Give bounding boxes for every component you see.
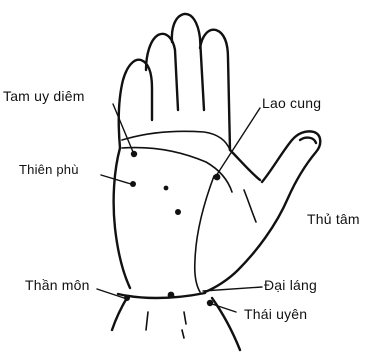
palm-right-edge — [230, 150, 260, 180]
label-tam-uy-diem: Tam uy diêm — [3, 89, 85, 103]
label-thien-phu: Thiên phù — [19, 163, 79, 176]
life-line — [195, 176, 214, 292]
label-lao-cung: Lao cung — [262, 96, 321, 110]
leader-thai-uyen — [212, 304, 236, 312]
forearm-tick — [182, 330, 184, 338]
thumb-nail — [300, 138, 316, 143]
leader-lao-cung — [216, 108, 260, 176]
acupoint-than-mon — [124, 295, 130, 301]
acupoint-thien-phu — [130, 181, 136, 187]
wrist-crease — [118, 293, 205, 298]
acupoint-dot — [164, 186, 169, 191]
leader-thien-phu — [101, 175, 131, 184]
label-dai-lang: Đại láng — [264, 278, 317, 292]
label-than-mon: Thần môn — [25, 278, 90, 292]
forearm-left — [112, 296, 128, 330]
forearm-tick — [184, 312, 186, 324]
acupoint-lao-cung — [214, 174, 221, 181]
thumb-outline — [205, 131, 320, 292]
palm-left-edge — [114, 148, 130, 288]
label-thu-tam: Thủ tâm — [307, 212, 360, 226]
acupoint-dot — [175, 209, 181, 215]
forearm-tick — [146, 312, 148, 330]
thumb-crease — [244, 190, 256, 222]
head-line — [122, 148, 232, 192]
leader-tam-uy-diem — [113, 104, 133, 152]
label-thai-uyen: Thái uyên — [244, 307, 307, 321]
acupoint-tam-uy-diem — [131, 151, 137, 157]
acupoint-thai-uyen — [207, 300, 213, 306]
acupoint-dai-lang — [168, 292, 175, 299]
